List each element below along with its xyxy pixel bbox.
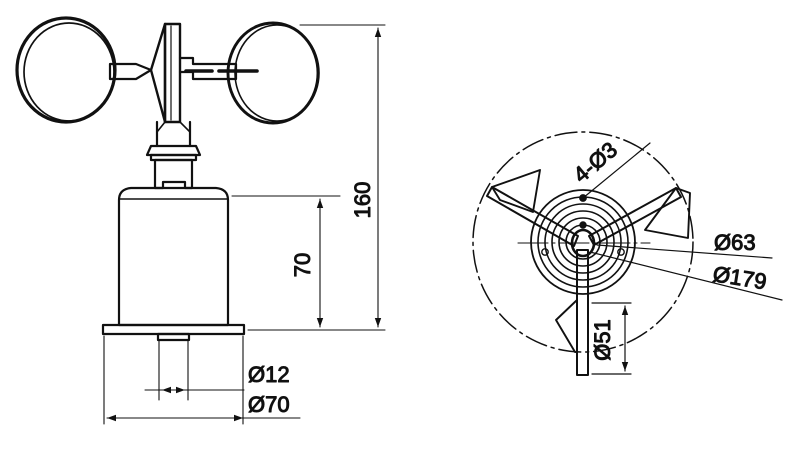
leader-d63: [596, 244, 773, 259]
dimension-label-d63: Ø63: [714, 230, 756, 255]
dimension-label-4d3: 4-Ø3: [568, 137, 622, 188]
rotor-cone: [149, 22, 182, 124]
dimension-160: [247, 24, 386, 331]
rotor-arm-upper-left: [486, 169, 579, 247]
base-flange: [101, 323, 246, 336]
neck-collar: [145, 144, 202, 162]
dimension-70: [231, 195, 341, 328]
cup-right: [226, 21, 320, 125]
mounting-stud: [156, 332, 191, 342]
cup-left: [15, 16, 117, 124]
arm-right: [178, 56, 262, 81]
lower-neck: [153, 158, 194, 190]
dimension-label-d12: Ø12: [248, 362, 290, 387]
neck-column: [155, 120, 192, 148]
leader-d179: [589, 251, 783, 301]
dimension-label-d70: Ø70: [248, 392, 290, 417]
rotor-arm-lower: [555, 249, 589, 376]
dimension-label-d179: Ø179: [711, 261, 768, 294]
top-view: 4-Ø3 Ø63 Ø179 Ø51: [472, 131, 783, 376]
dimension-d70: [103, 335, 301, 425]
dimension-label-70: 70: [290, 253, 315, 277]
leader-4d3: [582, 142, 651, 199]
swept-circle: [472, 131, 694, 353]
front-view: 160 70 Ø12 Ø70: [15, 16, 386, 425]
dimension-d12: [144, 339, 245, 401]
dimension-d51: [591, 302, 632, 375]
mounting-holes: [541, 194, 625, 256]
rotor-arm-upper-right: [588, 187, 691, 246]
dimension-label-d51: Ø51: [590, 319, 615, 361]
body-cylinder: [117, 180, 230, 327]
arm-left: [108, 62, 153, 81]
dimension-label-160: 160: [350, 182, 375, 219]
